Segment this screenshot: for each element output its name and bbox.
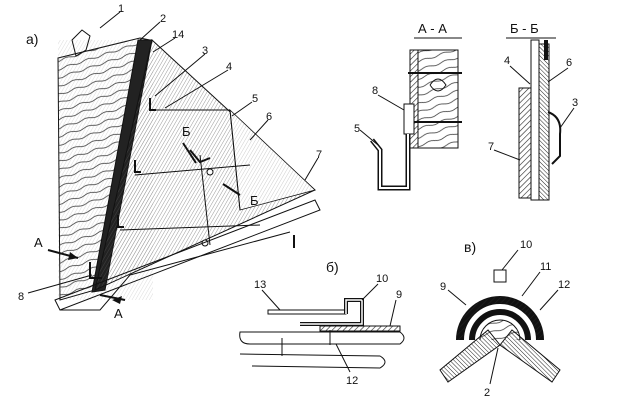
callout-3: 3 xyxy=(202,45,208,57)
seam-line-2 xyxy=(134,164,251,176)
aa-bracket-8 xyxy=(403,103,415,135)
bb-board-4 xyxy=(530,39,540,201)
v-left-leg xyxy=(439,329,501,383)
b-callout-10: 10 xyxy=(376,273,388,285)
seam-line-5 xyxy=(199,154,211,246)
v-callout-2: 2 xyxy=(484,387,490,399)
bb-callout-3: 3 xyxy=(572,97,578,109)
fastener-1 xyxy=(206,168,214,176)
callout-7: 7 xyxy=(316,149,322,161)
aa-wood-block xyxy=(417,49,459,149)
eave-bottom xyxy=(60,274,131,311)
section-bb: Б - Б 4 6 3 7 xyxy=(488,21,578,201)
b-plate-13 xyxy=(267,309,347,315)
bb-strip-7 xyxy=(518,87,532,199)
panel-v: в) 10 11 9 12 2 xyxy=(439,239,570,399)
marker-a-top: А xyxy=(34,235,43,250)
b-callout-12: 12 xyxy=(346,375,358,387)
panel-b: б) 13 10 9 12 xyxy=(239,259,405,387)
bb-callout-4: 4 xyxy=(504,55,510,67)
b-base-12 xyxy=(239,331,405,345)
v-callout-11: 11 xyxy=(540,261,551,273)
callout-14: 14 xyxy=(172,29,184,41)
clip-a xyxy=(134,160,141,173)
b-sheet-9 xyxy=(319,325,401,332)
callout-2: 2 xyxy=(160,13,166,25)
panel-label-v: в) xyxy=(464,239,476,255)
callout-1: 1 xyxy=(118,3,124,15)
bb-callout-7: 7 xyxy=(488,141,494,153)
section-bb-title: Б - Б xyxy=(510,21,539,36)
section-aa: А - А 8 5 xyxy=(354,21,462,191)
v-right-leg xyxy=(499,329,561,383)
aa-sheet xyxy=(409,49,419,149)
marker-b-bottom: Б xyxy=(250,193,259,208)
dark-board xyxy=(91,39,153,293)
aa-hook-5 xyxy=(370,134,411,191)
v-callout-12: 12 xyxy=(558,279,570,291)
eave-strip xyxy=(54,199,321,311)
v-inner-arc-11 xyxy=(469,309,531,341)
callout-6: 6 xyxy=(266,111,272,123)
marker-b-top: Б xyxy=(182,124,191,139)
v-cap-10 xyxy=(493,269,507,283)
v-callout-9: 9 xyxy=(440,281,446,293)
b-callout-13: 13 xyxy=(254,279,266,291)
v-callout-10: 10 xyxy=(520,239,532,251)
eave-line xyxy=(129,231,291,276)
callout-8: 8 xyxy=(18,291,24,303)
callout-5: 5 xyxy=(252,93,258,105)
aa-callout-5: 5 xyxy=(354,123,360,135)
marker-a-bottom: А xyxy=(114,306,123,321)
clip-3 xyxy=(149,98,156,111)
aa-callout-8: 8 xyxy=(372,85,378,97)
clip-section-b xyxy=(189,149,211,164)
callout-4: 4 xyxy=(226,61,232,73)
main-view: 1 2 14 3 4 5 6 7 8 а) А А Б Б xyxy=(18,3,322,321)
bb-clip-3 xyxy=(547,111,562,165)
panel-label-a: а) xyxy=(26,31,38,47)
ridge-element xyxy=(71,29,91,57)
bb-sheet-6 xyxy=(538,43,550,201)
seam-line-3 xyxy=(119,224,261,231)
clip-b xyxy=(117,215,124,228)
b-callout-9: 9 xyxy=(396,289,402,301)
bracket-8 xyxy=(89,262,102,279)
panel-label-b: б) xyxy=(326,259,339,275)
section-line-b-top xyxy=(182,142,197,164)
section-line-b-bottom xyxy=(222,183,241,196)
bb-callout-6: 6 xyxy=(566,57,572,69)
section-aa-title: А - А xyxy=(418,21,447,36)
